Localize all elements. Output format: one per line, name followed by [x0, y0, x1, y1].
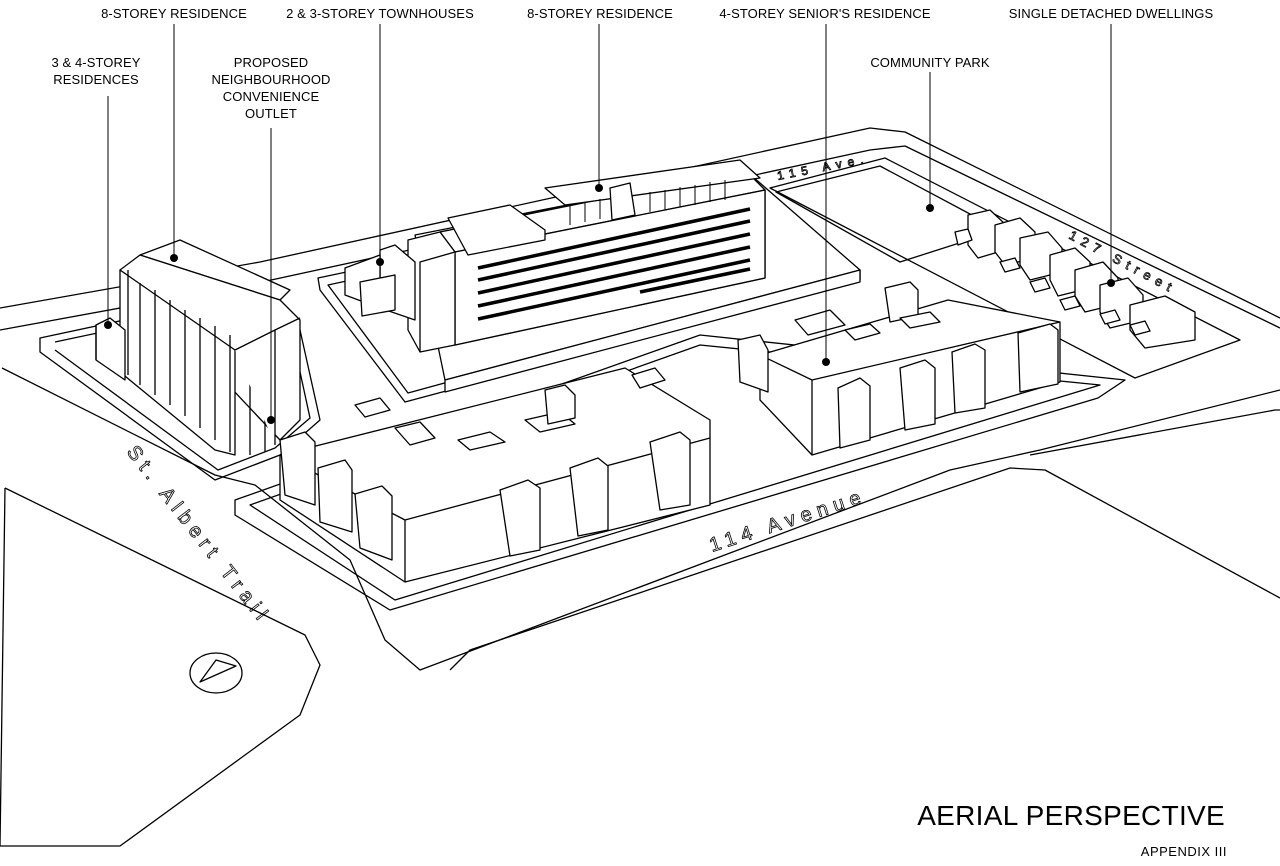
drawing-title: AERIAL PERSPECTIVE	[917, 800, 1225, 831]
street-label-st-albert: St. Albert Trail	[122, 442, 275, 629]
street-label-115-ave: 115 Ave.	[776, 151, 871, 183]
south-block	[279, 367, 711, 583]
north-townhouse-row	[447, 204, 546, 256]
label-8-storey-residence-north: 8-STOREY RESIDENCE	[527, 6, 673, 21]
label-seniors-residence: 4-STOREY SENIOR'S RESIDENCE	[719, 6, 931, 21]
east-lot	[1029, 409, 1280, 456]
north-arrow-icon	[189, 652, 243, 694]
leader-dots	[104, 184, 1115, 424]
label-convenience-outlet: PROPOSED NEIGHBOURHOOD CONVENIENCE OUTLE…	[211, 55, 331, 121]
podium-front	[444, 269, 861, 393]
west-tower	[95, 239, 301, 456]
south-pad	[234, 334, 1126, 611]
ave115-curb	[869, 145, 1280, 329]
road-network	[0, 127, 1280, 847]
label-8-storey-residence-west: 8-STOREY RESIDENCE	[101, 6, 247, 21]
lower-curb	[0, 487, 6, 847]
label-townhouses: 2 & 3-STOREY TOWNHOUSES	[286, 6, 474, 21]
label-3-4-storey-residences: 3 & 4-STOREY RESIDENCES	[51, 55, 141, 87]
seniors-residence	[737, 281, 1061, 456]
slab-window-grid	[569, 180, 726, 225]
roof-band	[544, 159, 761, 206]
leader-lines	[107, 24, 1112, 420]
label-detached-dwellings: SINGLE DETACHED DWELLINGS	[1008, 6, 1214, 21]
south-west-lot	[0, 487, 321, 847]
detached-dwellings	[954, 209, 1196, 349]
street-label-114-avenue: 114 Avenue	[707, 485, 870, 557]
slab-window-bands	[477, 207, 751, 321]
drawing-subtitle: APPENDIX III	[1140, 844, 1227, 859]
label-community-park: COMMUNITY PARK	[870, 55, 990, 70]
west-curb	[1, 367, 1280, 671]
south-east-lot	[449, 467, 1280, 671]
